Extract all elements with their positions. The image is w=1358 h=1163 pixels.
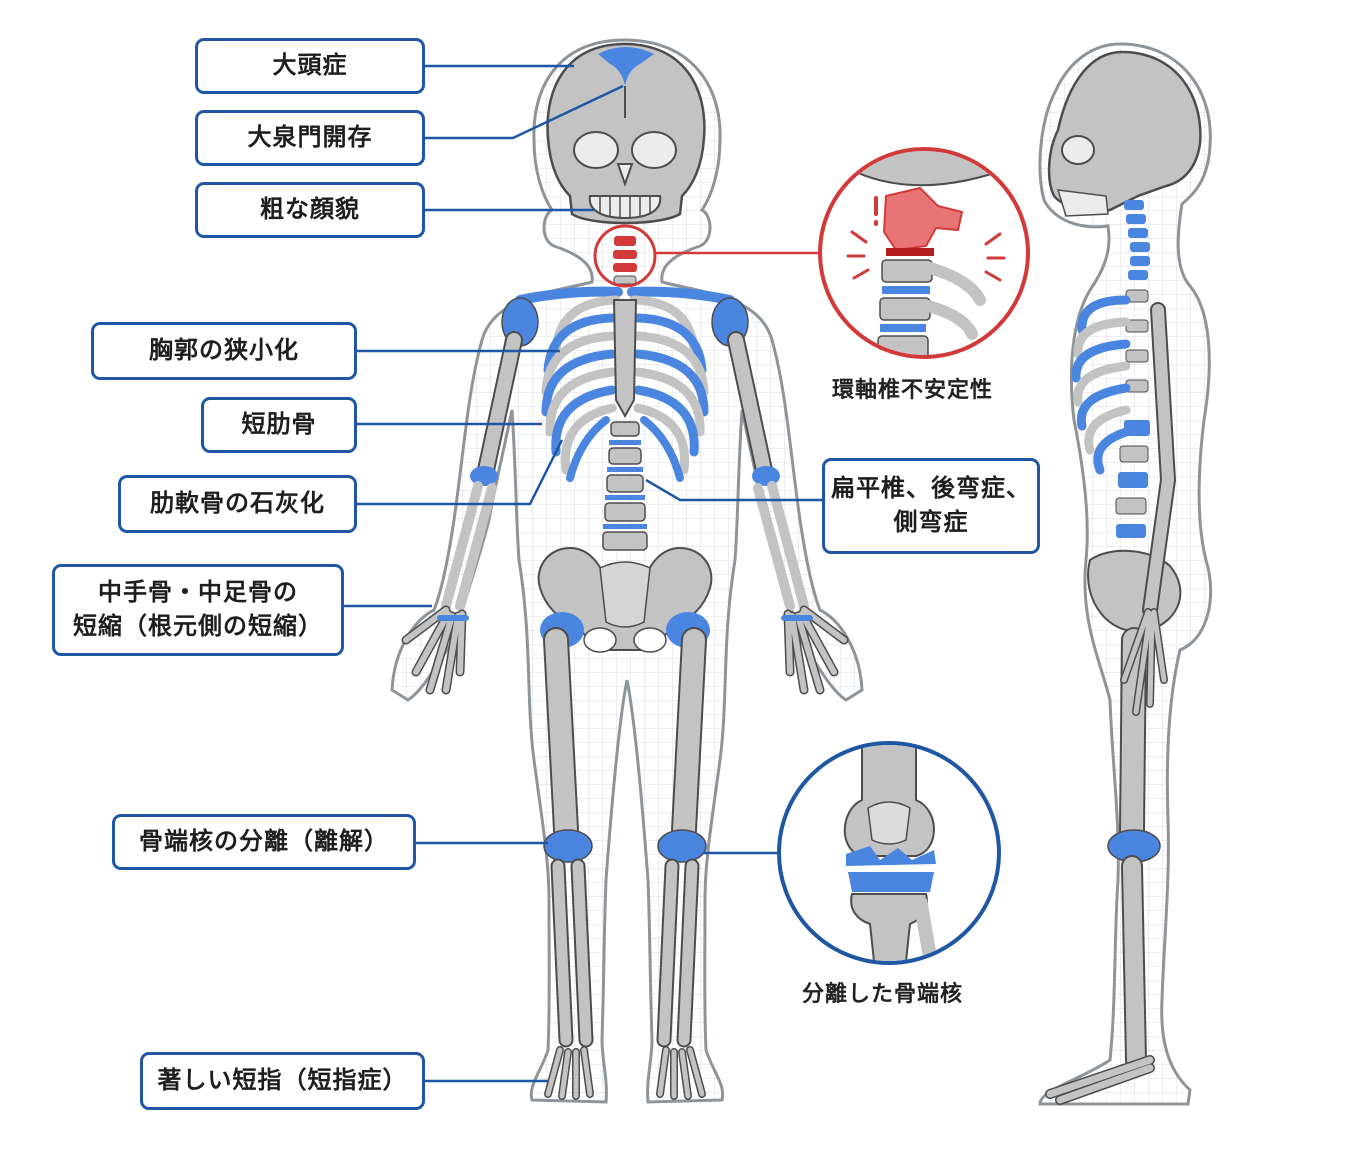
front-skull bbox=[546, 42, 706, 225]
connector-lines bbox=[344, 64, 822, 1083]
front-legs bbox=[543, 627, 707, 1048]
left-eye-orbit bbox=[573, 131, 619, 169]
right-eye-orbit bbox=[631, 131, 677, 169]
front-jaw bbox=[588, 195, 662, 220]
spine-deformity-label: 扁平椎、後弯症、 側弯症 bbox=[822, 458, 1040, 554]
epiphysis-callout bbox=[777, 741, 1001, 965]
atlantoaxial-caption: 環軸椎不安定性 bbox=[832, 378, 994, 403]
coarse-face-text: 粗な顔貌 bbox=[260, 195, 360, 224]
epiphysis-separation-label: 骨端核の分離（離解） bbox=[112, 814, 416, 870]
lumbar-spine bbox=[602, 421, 648, 551]
alert-rays-right bbox=[984, 232, 1006, 282]
open-fontanelle-text: 大泉門開存 bbox=[247, 123, 373, 152]
spine-text-line2: 側弯症 bbox=[893, 508, 969, 536]
brachydactyly-text: 著しい短指（短指症） bbox=[157, 1066, 408, 1095]
metacarpal-shortening-label: 中手骨・中足骨の 短縮（根元側の短縮） bbox=[52, 564, 344, 656]
open-fontanelle-label: 大泉門開存 bbox=[195, 110, 425, 166]
side-figure bbox=[1038, 42, 1213, 1106]
epiphysis-separation-text: 骨端核の分離（離解） bbox=[139, 827, 389, 856]
metacarpal-text-line2: 短縮（根元側の短縮） bbox=[73, 612, 323, 640]
front-feet bbox=[544, 1046, 706, 1100]
costal-calcification-label: 肋軟骨の石灰化 bbox=[118, 475, 357, 533]
macrocephaly-text: 大頭症 bbox=[272, 51, 348, 80]
front-arms bbox=[441, 331, 809, 611]
front-figure bbox=[390, 38, 864, 1104]
costal-calcification-text: 肋軟骨の石灰化 bbox=[150, 489, 325, 518]
narrow-thorax-text: 胸郭の狭小化 bbox=[149, 336, 299, 365]
side-ribs bbox=[1071, 295, 1131, 475]
alert-rays-left bbox=[846, 230, 870, 280]
side-limbs bbox=[1045, 302, 1177, 1105]
short-ribs-text: 短肋骨 bbox=[241, 410, 317, 439]
coarse-face-label: 粗な顔貌 bbox=[195, 182, 425, 238]
rib-cage bbox=[541, 295, 709, 482]
fontanelle-highlight bbox=[598, 47, 654, 86]
brachydactyly-label: 著しい短指（短指症） bbox=[140, 1052, 425, 1110]
separated-epiphysis-caption: 分離した骨端核 bbox=[802, 982, 964, 1007]
macrocephaly-label: 大頭症 bbox=[195, 38, 425, 94]
narrow-thorax-label: 胸郭の狭小化 bbox=[91, 322, 357, 380]
front-hands bbox=[401, 605, 849, 695]
sternum bbox=[612, 299, 638, 419]
spine-text-line1: 扁平椎、後弯症、 bbox=[831, 474, 1031, 503]
short-ribs-label: 短肋骨 bbox=[201, 397, 357, 453]
side-spine bbox=[1115, 200, 1150, 538]
atlantoaxial-marker-circle bbox=[593, 224, 657, 288]
atlantoaxial-callout bbox=[818, 147, 1030, 359]
metacarpal-text-line1: 中手骨・中足骨の bbox=[98, 578, 298, 607]
